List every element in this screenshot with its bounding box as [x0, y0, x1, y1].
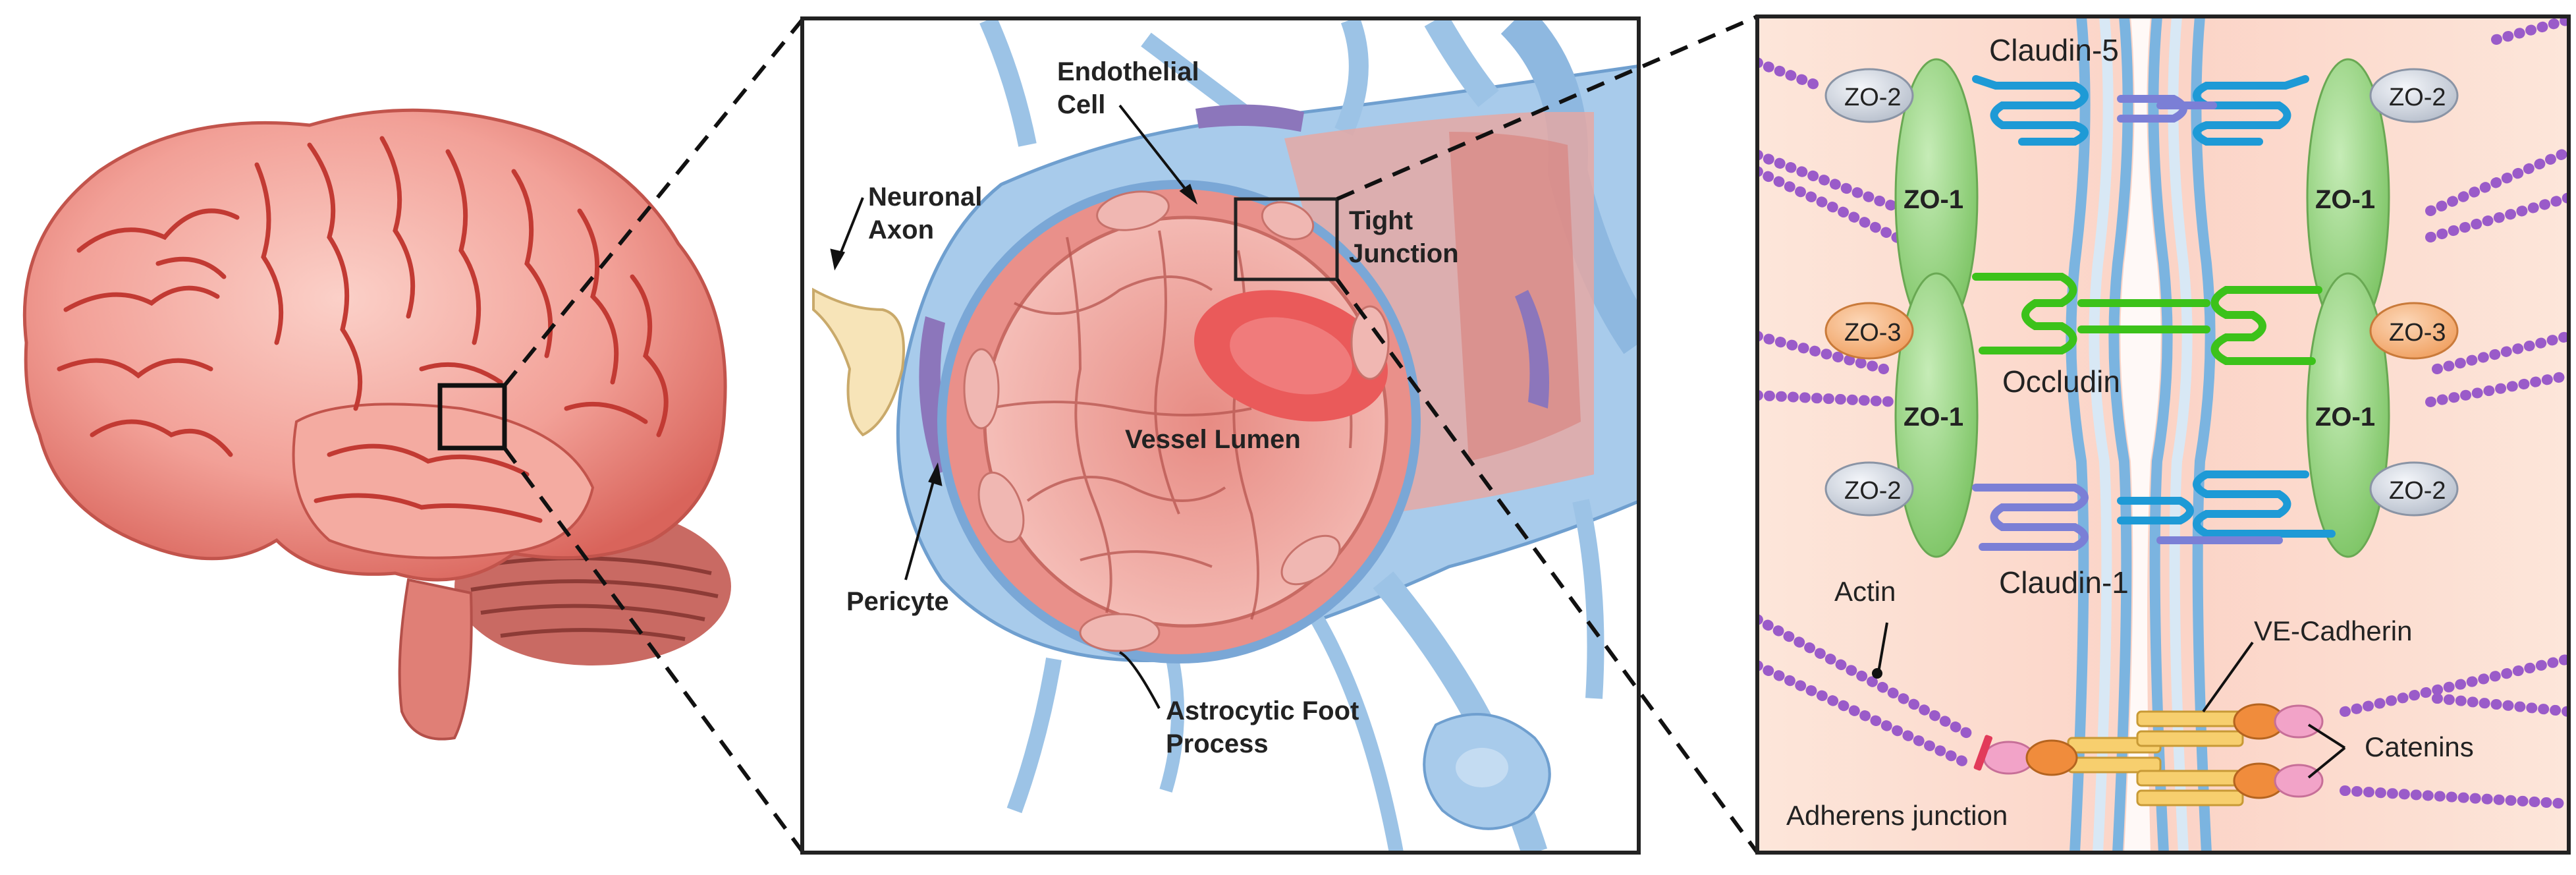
junction-panel: Claudin-5 Occludin Claudin-1 ZO-2 ZO-2 Z… — [1755, 14, 2571, 855]
junction-panel-frame — [1755, 14, 2571, 855]
brain-sulci — [57, 136, 669, 523]
label-zo2-top-left: ZO-2 — [1844, 84, 1902, 111]
zo2-bottom-right — [2369, 461, 2459, 517]
zoom-lines-left — [503, 18, 804, 853]
zo3-left — [1824, 302, 1914, 360]
catenins — [1973, 703, 2324, 799]
zo2-top-right — [2369, 68, 2459, 123]
label-zo3-left: ZO-3 — [1844, 319, 1902, 347]
zo3-right — [2369, 302, 2459, 360]
occludin-strands — [1972, 273, 2322, 365]
label-occludin: Occludin — [2002, 364, 2120, 399]
label-claudin-1: Claudin-1 — [1999, 565, 2129, 600]
label-zo3-right: ZO-3 — [2389, 319, 2446, 347]
vessel-panel-frame — [800, 16, 1641, 855]
neuronal-axon — [812, 287, 905, 437]
cell-membranes — [2066, 16, 2216, 853]
zo1-proteins — [1894, 58, 2390, 558]
label-astro-1: Astrocytic Foot — [1166, 696, 1359, 725]
label-pericyte: Pericyte — [846, 587, 949, 616]
label-endothelial-1: Endothelial — [1057, 57, 1199, 86]
zoom-lines-right — [1335, 14, 1759, 854]
actin-filaments — [1757, 16, 2569, 809]
label-zo2-top-right: ZO-2 — [2389, 84, 2446, 111]
label-neuronal-2: Axon — [868, 215, 934, 244]
vessel-panel: Endothelial Cell Neuronal Axon Tight Jun… — [800, 16, 1641, 855]
label-astro-2: Process — [1166, 729, 1269, 758]
label-zo2-bottom-left: ZO-2 — [1844, 477, 1902, 505]
brain-stem — [398, 578, 473, 741]
label-zo1-top-right: ZO-1 — [2315, 185, 2375, 214]
label-zo1-bottom-right: ZO-1 — [2315, 403, 2375, 432]
label-vessel-lumen: Vessel Lumen — [1125, 425, 1301, 454]
label-neuronal-1: Neuronal — [868, 183, 982, 212]
label-actin: Actin — [1834, 576, 1896, 607]
label-catenins: Catenins — [2365, 731, 2474, 762]
label-zo2-bottom-right: ZO-2 — [2389, 477, 2446, 505]
ve-cadherin — [2067, 710, 2244, 806]
label-endothelial-2: Cell — [1057, 90, 1105, 119]
label-claudin-5: Claudin-5 — [1989, 33, 2119, 67]
zo2-top-left — [1824, 68, 1914, 123]
tight-junction-box — [1234, 197, 1339, 281]
zo2-bottom-left — [1824, 461, 1914, 517]
brain-illustration — [22, 108, 731, 741]
claudin1-strands — [1972, 470, 2336, 551]
label-tight-2: Junction — [1349, 239, 1459, 268]
label-zo1-top-left: ZO-1 — [1904, 185, 1963, 214]
label-tight-1: Tight — [1349, 206, 1413, 235]
brain-focus-box — [437, 383, 507, 451]
label-adherens-junction: Adherens junction — [1786, 800, 2008, 831]
label-zo1-bottom-left: ZO-1 — [1904, 403, 1963, 432]
label-ve-cadherin: VE-Cadherin — [2254, 615, 2412, 646]
claudin5-strands — [1972, 75, 2309, 146]
